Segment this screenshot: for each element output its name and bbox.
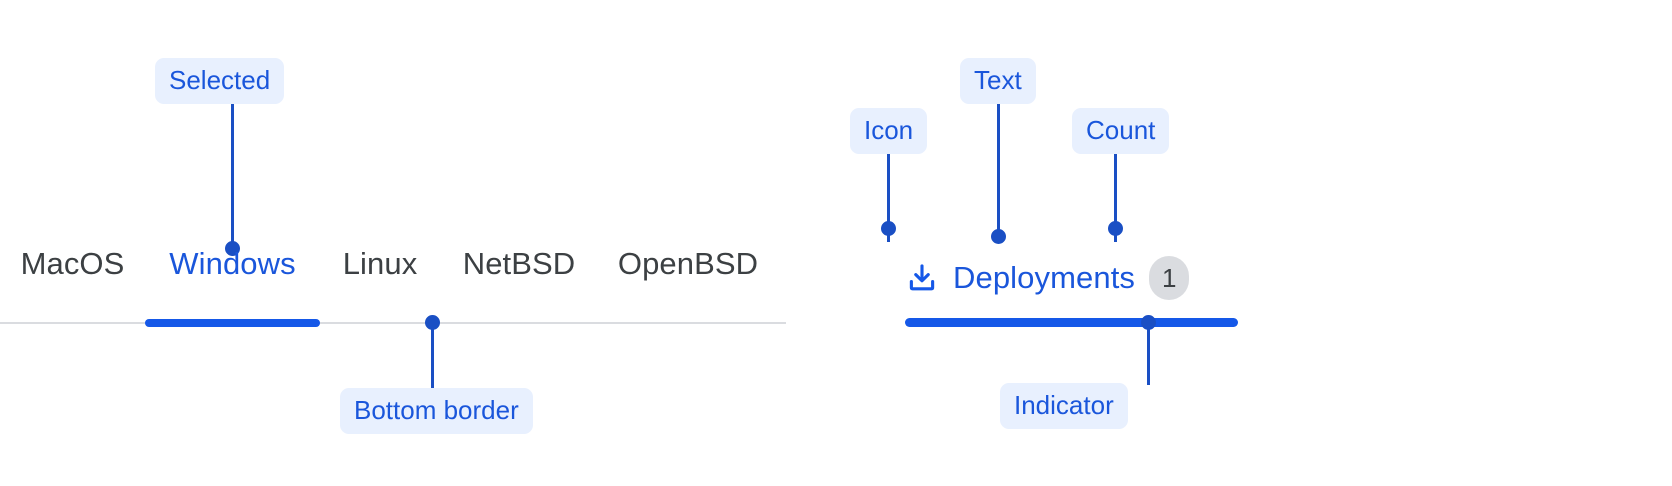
tab-bottom-border — [0, 322, 786, 324]
tab-macos[interactable]: MacOS — [20, 246, 125, 281]
tab-selected-indicator — [145, 319, 320, 327]
tab-strip-example: Selected MacOS Windows Linux NetBSD Open… — [0, 0, 800, 486]
annotation-leader-selected — [231, 104, 234, 250]
annotation-leader-text — [997, 104, 1000, 232]
annotation-dot-text — [991, 229, 1006, 244]
tab-windows[interactable]: Windows — [169, 246, 296, 281]
tab-deployments-count-badge: 1 — [1149, 256, 1190, 300]
annotation-leader-indicator — [1147, 322, 1150, 385]
tab-openbsd[interactable]: OpenBSD — [617, 246, 759, 281]
annotation-dot-selected — [225, 241, 240, 256]
annotation-label-icon: Icon — [850, 108, 928, 154]
tab-deployments[interactable]: Deployments 1 — [905, 243, 1190, 313]
annotation-dot-icon — [881, 221, 896, 236]
annotation-label-indicator: Indicator — [1000, 383, 1128, 429]
annotation-leader-bottom-border — [431, 322, 434, 390]
annotation-leader-icon — [887, 154, 890, 242]
download-icon — [905, 261, 939, 295]
annotation-label-count: Count — [1072, 108, 1170, 154]
annotation-label-text: Text — [960, 58, 1036, 104]
tab-deployments-indicator — [905, 318, 1238, 327]
tab-list: MacOS Windows Linux NetBSD OpenBSD — [0, 243, 786, 327]
tab-deployments-label: Deployments — [953, 260, 1136, 295]
tab-linux[interactable]: Linux — [342, 246, 418, 281]
annotation-leader-count — [1114, 154, 1117, 242]
tab-netbsd[interactable]: NetBSD — [462, 246, 576, 281]
annotation-label-bottom-border: Bottom border — [340, 388, 533, 434]
annotation-dot-count — [1108, 221, 1123, 236]
annotation-label-selected: Selected — [155, 58, 285, 104]
tab-anatomy-example: Icon Text Count Deployments 1 Indicator — [840, 0, 1360, 486]
